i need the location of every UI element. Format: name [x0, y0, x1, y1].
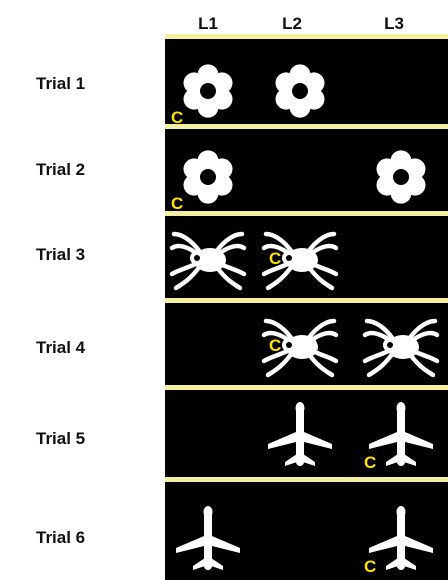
trial-separator-3	[165, 211, 448, 216]
trial-label-1: Trial 1	[36, 74, 146, 94]
cue-letter: C	[171, 108, 183, 127]
trial-strip-1: C	[171, 64, 324, 127]
spider-icon	[365, 321, 437, 375]
spider-icon	[172, 234, 244, 288]
cue-letter: C	[364, 557, 376, 576]
trial-label-4: Trial 4	[36, 338, 146, 358]
trial-grid: C C C C C C	[165, 34, 448, 580]
flower-icon	[276, 64, 325, 117]
trial-separator-5	[165, 385, 448, 390]
column-header-l1: L1	[178, 14, 238, 34]
airplane-icon	[369, 402, 433, 466]
trial-separator-6	[165, 477, 448, 482]
trial-strip-6: C	[176, 506, 433, 576]
cue-letter: C	[364, 453, 376, 472]
airplane-icon	[176, 506, 240, 570]
trial-strip-2: C	[171, 150, 425, 213]
trial-label-6: Trial 6	[36, 528, 146, 548]
cue-letter: C	[269, 336, 281, 355]
trial-strip-3: C	[172, 234, 336, 288]
flower-icon	[184, 64, 233, 117]
column-header-l3: L3	[364, 14, 424, 34]
cue-letter: C	[171, 194, 183, 213]
flower-icon	[184, 150, 233, 203]
stimulus-display-panel: C C C C C C	[165, 34, 448, 580]
trial-separator-4	[165, 298, 448, 303]
column-header-l2: L2	[262, 14, 322, 34]
trial-label-5: Trial 5	[36, 429, 146, 449]
airplane-icon	[268, 402, 332, 466]
trial-separator-1	[165, 34, 448, 39]
trial-separator-2	[165, 124, 448, 129]
airplane-icon	[369, 506, 433, 570]
flower-icon	[377, 150, 426, 203]
trial-label-3: Trial 3	[36, 245, 146, 265]
trial-strip-4: C	[264, 321, 437, 375]
trial-strip-5: C	[268, 402, 433, 472]
trial-label-2: Trial 2	[36, 160, 146, 180]
cue-letter: C	[269, 249, 281, 268]
